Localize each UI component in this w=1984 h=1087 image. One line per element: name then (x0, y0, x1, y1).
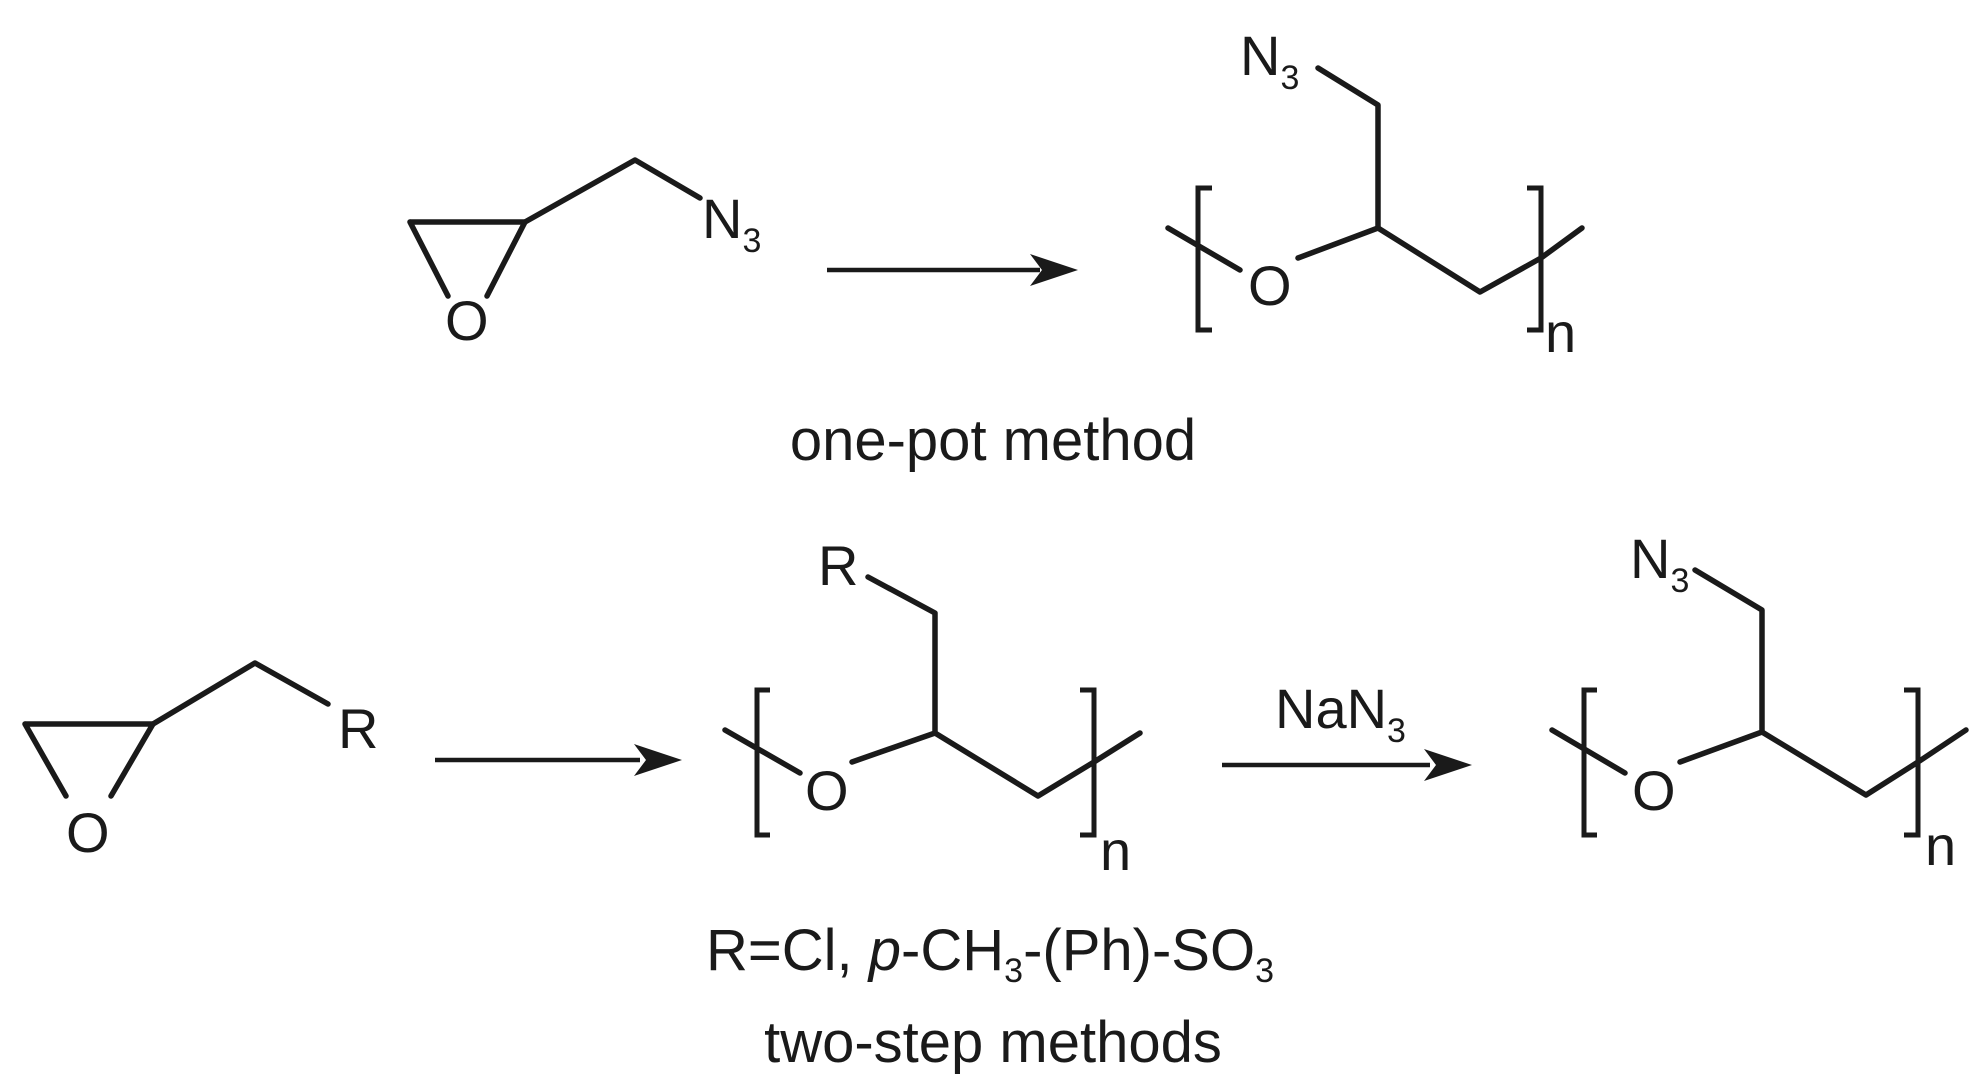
backbone-right-bond (1915, 727, 1969, 765)
repeat-unit-n: n (1925, 814, 1956, 877)
backbone (849, 730, 1097, 799)
left-bracket (1195, 185, 1212, 333)
caption-one-pot: one-pot method (790, 408, 1196, 473)
left-bracket (754, 687, 770, 838)
epoxide-oxygen: O (66, 801, 110, 864)
backbone-left-bond (722, 727, 803, 776)
r-polymer-intermediate: O R n (722, 534, 1143, 882)
azide-label: N3 (1240, 24, 1299, 97)
gap-polymer-product-top: O N3 n (1165, 24, 1585, 364)
epoxide-ring (22, 721, 156, 799)
one-pot-arrow (827, 254, 1078, 286)
epoxide-oxygen: O (445, 289, 489, 352)
r-label: R (818, 534, 858, 597)
backbone-oxygen: O (1248, 254, 1292, 317)
reagent-label: NaN3 (1275, 677, 1406, 750)
azidomethyl-chain (522, 157, 703, 225)
backbone-right-bond (1538, 225, 1585, 261)
caption-two-step: two-step methods (764, 1010, 1222, 1075)
backbone-right-bond (1091, 730, 1143, 765)
backbone-left-bond (1165, 225, 1243, 273)
side-chain (1315, 65, 1381, 231)
azide-label: N3 (1630, 527, 1689, 600)
gap-polymer-product-bottom: O N3 n (1549, 527, 1969, 877)
backbone-left-bond (1549, 727, 1628, 776)
backbone (1295, 225, 1544, 295)
backbone-oxygen: O (805, 759, 849, 822)
repeat-unit-n: n (1100, 819, 1131, 882)
repeat-unit-n: n (1545, 301, 1576, 364)
side-chain (865, 574, 938, 736)
r-methyl-chain (150, 660, 331, 727)
glycidyl-azide-monomer: O N3 (407, 157, 761, 352)
step1-arrow (435, 744, 682, 776)
caption-r-definition: R=Cl, p-CH3-(Ph)-SO3 (706, 918, 1274, 990)
side-chain (1692, 567, 1765, 735)
epoxide-r-monomer: O R (22, 660, 378, 864)
r-label: R (338, 697, 378, 760)
azide-label: N3 (702, 187, 761, 260)
epoxide-ring (407, 219, 528, 299)
left-bracket (1581, 687, 1597, 838)
backbone-oxygen: O (1632, 759, 1676, 822)
backbone (1677, 729, 1921, 798)
step2-arrow (1222, 749, 1472, 781)
